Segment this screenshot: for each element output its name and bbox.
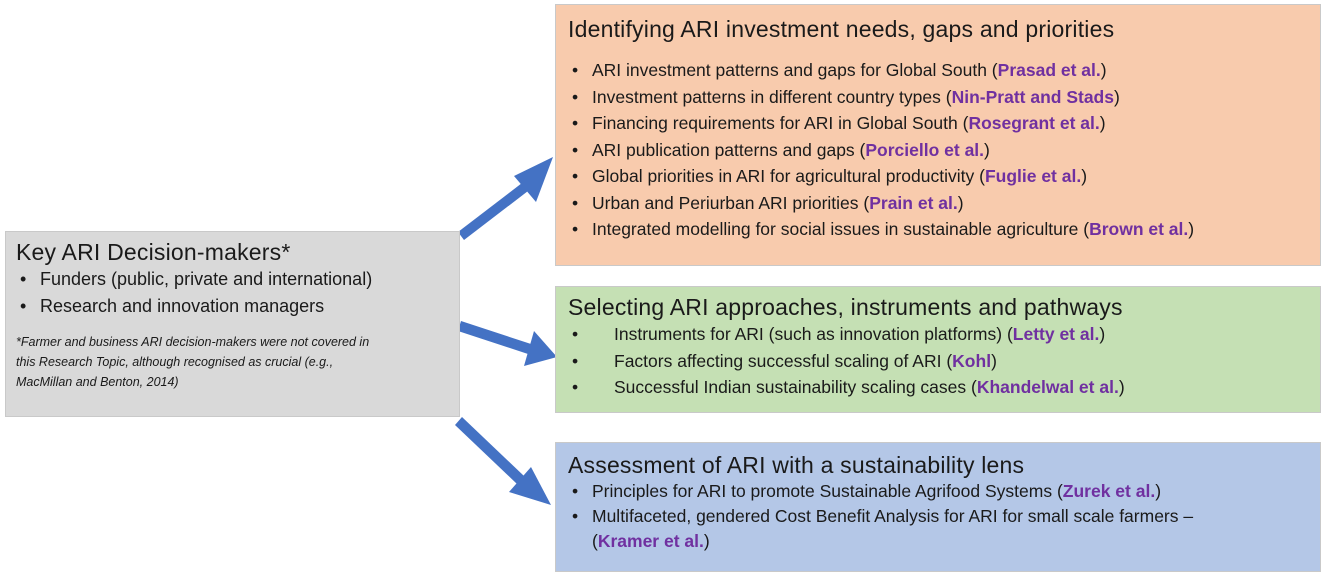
assessment-list: Principles for ARI to promote Sustainabl…: [568, 479, 1308, 529]
footnote-line: *Farmer and business ARI decision-makers…: [16, 335, 370, 349]
approaches-box: Selecting ARI approaches, instruments an…: [555, 286, 1321, 413]
decision-makers-list: Funders (public, private and internation…: [16, 266, 449, 320]
approaches-list: Instruments for ARI (such as innovation …: [568, 321, 1308, 401]
list-item: Instruments for ARI (such as innovation …: [568, 321, 1308, 348]
list-item: Financing requirements for ARI in Global…: [568, 110, 1308, 137]
arrow-to-investment-box: [458, 157, 553, 240]
citation: Nin-Pratt and Stads: [951, 86, 1114, 107]
approaches-title: Selecting ARI approaches, instruments an…: [568, 294, 1123, 320]
footnote: *Farmer and business ARI decision-makers…: [16, 332, 449, 392]
list-item: Successful Indian sustainability scaling…: [568, 374, 1308, 401]
list-item: Integrated modelling for social issues i…: [568, 216, 1308, 243]
citation: Zurek et al.: [1062, 481, 1156, 501]
arrow-to-approaches-box: [458, 321, 557, 366]
decision-makers-box: Key ARI Decision-makers* Funders (public…: [5, 231, 460, 417]
list-item: Funders (public, private and internation…: [16, 266, 449, 293]
investment-needs-box: Identifying ARI investment needs, gaps a…: [555, 4, 1321, 266]
citation: Prain et al.: [869, 192, 958, 213]
list-item: Principles for ARI to promote Sustainabl…: [568, 479, 1308, 504]
citation: Porciello et al.: [865, 139, 985, 160]
investment-needs-title: Identifying ARI investment needs, gaps a…: [568, 16, 1115, 42]
list-item: ARI investment patterns and gaps for Glo…: [568, 57, 1308, 84]
citation: Kohl: [952, 350, 992, 371]
list-item: Factors affecting successful scaling of …: [568, 348, 1308, 375]
list-item: Global priorities in ARI for agricultura…: [568, 163, 1308, 190]
list-item-continuation: (Kramer et al.): [592, 531, 710, 551]
footnote-line: this Research Topic, although recognised…: [16, 355, 334, 369]
footnote-line: MacMillan and Benton, 2014): [16, 375, 179, 389]
investment-needs-list: ARI investment patterns and gaps for Glo…: [568, 57, 1308, 243]
list-item: ARI publication patterns and gaps (Porci…: [568, 137, 1308, 164]
citation: Khandelwal et al.: [976, 377, 1119, 397]
list-item: Urban and Periurban ARI priorities (Prai…: [568, 190, 1308, 217]
citation: Letty et al.: [1012, 324, 1100, 344]
list-item: Investment patterns in different country…: [568, 84, 1308, 111]
decision-makers-title: Key ARI Decision-makers*: [16, 239, 291, 265]
citation: Kramer et al.: [597, 531, 704, 551]
citation: Brown et al.: [1089, 219, 1189, 239]
list-item: Research and innovation managers: [16, 293, 449, 320]
citation: Rosegrant et al.: [968, 113, 1100, 133]
arrow-to-assessment-box: [455, 417, 551, 505]
assessment-box: Assessment of ARI with a sustainability …: [555, 442, 1321, 572]
list-item: Multifaceted, gendered Cost Benefit Anal…: [568, 504, 1308, 529]
assessment-title: Assessment of ARI with a sustainability …: [568, 452, 1025, 478]
citation: Fuglie et al.: [984, 166, 1082, 186]
citation: Prasad et al.: [997, 60, 1101, 80]
